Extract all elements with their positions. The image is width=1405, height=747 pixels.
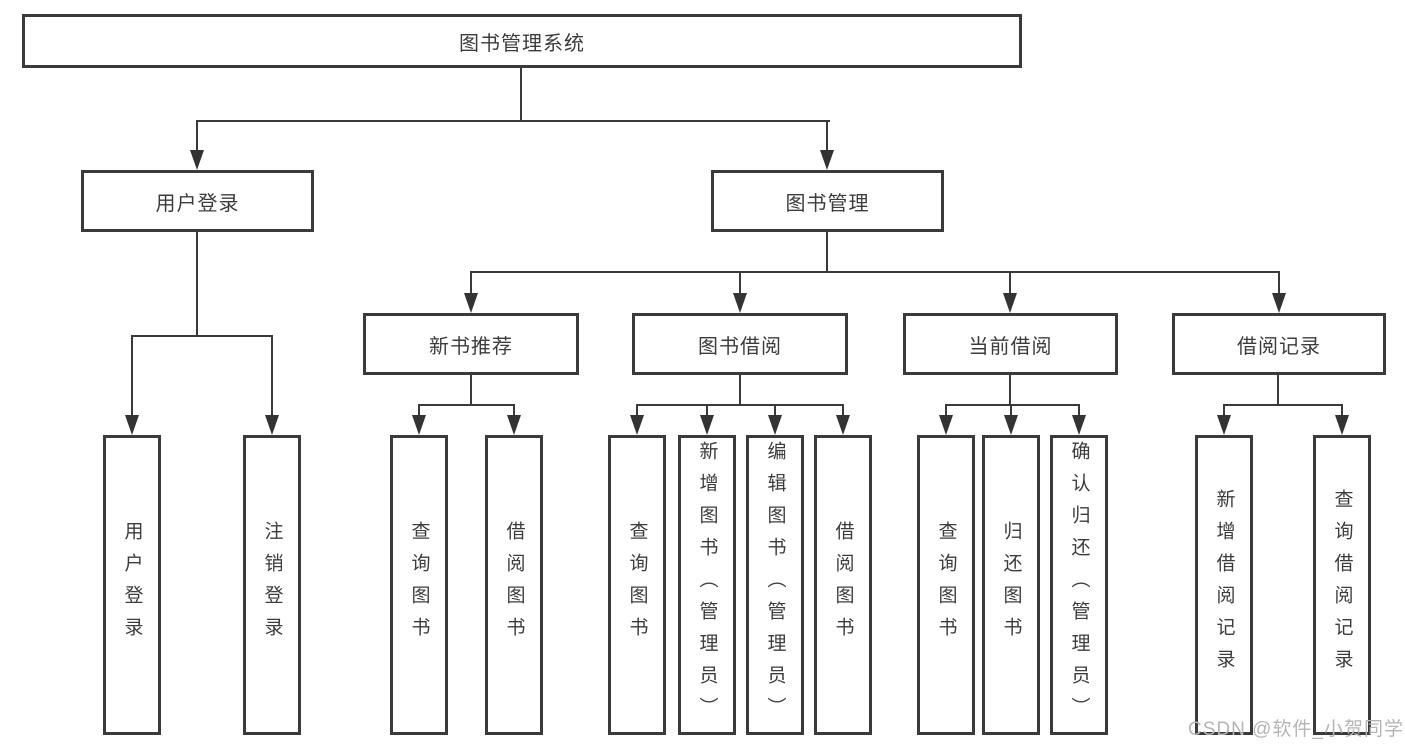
node-book-borrow: 图书借阅: [632, 313, 848, 375]
connector-drop-leaf: [1341, 404, 1343, 417]
leaf-confirm-return-admin: 确认归还（管理员）: [1050, 435, 1108, 735]
connector-drop-leaf: [945, 404, 947, 417]
leaf-query-borrow-record-label: 查询借阅记录: [1331, 489, 1353, 681]
leaf-add-borrow-record-label: 新增借阅记录: [1213, 489, 1235, 681]
connector-book-management-hline: [470, 271, 1279, 273]
connector-root-stem: [520, 68, 522, 120]
connector-drop-leaf: [706, 404, 708, 417]
arrow-down-icon: [1003, 293, 1017, 313]
connector-book-borrow-stem: [739, 375, 741, 406]
arrow-down-icon: [125, 415, 139, 435]
leaf-add-book-admin-label: 新增图书（管理员）: [696, 441, 718, 729]
node-book-borrow-label: 图书借阅: [698, 335, 782, 358]
node-new-book-recommend: 新书推荐: [363, 313, 579, 375]
connector-drop-book-borrow: [739, 271, 741, 295]
connector-borrow-record-hline: [1223, 404, 1342, 406]
node-borrow-record-label: 借阅记录: [1237, 335, 1321, 358]
leaf-return-book-label: 归还图书: [1000, 521, 1022, 649]
connector-drop-leaf: [418, 404, 420, 417]
arrow-down-icon: [412, 415, 426, 435]
leaf-query-book-borrow: 查询图书: [608, 435, 666, 735]
node-borrow-record: 借阅记录: [1172, 313, 1386, 375]
node-root: 图书管理系统: [22, 14, 1022, 68]
node-new-book-recommend-label: 新书推荐: [429, 335, 513, 358]
connector-user-login-stem: [196, 232, 198, 337]
node-user-login: 用户登录: [81, 170, 314, 232]
leaf-user-login: 用户登录: [103, 435, 161, 735]
connector-drop-leaf: [636, 404, 638, 417]
arrow-down-icon: [190, 150, 204, 170]
arrow-down-icon: [939, 415, 953, 435]
arrow-down-icon: [507, 415, 521, 435]
connector-book-borrow-hline: [636, 404, 844, 406]
arrow-down-icon: [265, 415, 279, 435]
connector-new-book-hline: [418, 404, 515, 406]
leaf-borrow-book-recommend-label: 借阅图书: [503, 521, 525, 649]
connector-drop-leaf: [131, 335, 133, 417]
connector-drop-leaf: [1223, 404, 1225, 417]
connector-drop-new-book: [470, 271, 472, 295]
leaf-confirm-return-admin-label: 确认归还（管理员）: [1068, 441, 1090, 729]
arrow-down-icon: [768, 415, 782, 435]
connector-drop-book-management: [826, 120, 828, 152]
connector-new-book-stem: [470, 375, 472, 406]
leaf-logout-label: 注销登录: [261, 521, 283, 649]
leaf-borrow-book: 借阅图书: [814, 435, 872, 735]
connector-drop-leaf: [513, 404, 515, 417]
connector-current-borrow-hline: [945, 404, 1080, 406]
arrow-down-icon: [733, 293, 747, 313]
connector-root-hline: [196, 120, 830, 122]
arrow-down-icon: [1272, 293, 1286, 313]
leaf-query-book-recommend: 查询图书: [390, 435, 448, 735]
leaf-borrow-book-recommend: 借阅图书: [485, 435, 543, 735]
leaf-query-book-borrow-label: 查询图书: [626, 521, 648, 649]
node-book-management-label: 图书管理: [785, 192, 870, 215]
leaf-add-book-admin: 新增图书（管理员）: [678, 435, 736, 735]
leaf-query-book-recommend-label: 查询图书: [408, 521, 430, 649]
leaf-logout: 注销登录: [243, 435, 301, 735]
leaf-edit-book-admin-label: 编辑图书（管理员）: [764, 441, 786, 729]
connector-book-management-stem: [826, 232, 828, 273]
node-current-borrow: 当前借阅: [903, 313, 1118, 375]
arrow-down-icon: [1217, 415, 1231, 435]
node-book-management: 图书管理: [711, 170, 944, 232]
leaf-query-book-current: 查询图书: [917, 435, 975, 735]
leaf-query-borrow-record: 查询借阅记录: [1313, 435, 1371, 735]
connector-drop-leaf: [1078, 404, 1080, 417]
leaf-borrow-book-label: 借阅图书: [832, 521, 854, 649]
node-current-borrow-label: 当前借阅: [968, 335, 1053, 358]
connector-drop-leaf: [842, 404, 844, 417]
leaf-query-book-current-label: 查询图书: [935, 521, 957, 649]
arrow-down-icon: [700, 415, 714, 435]
node-root-label: 图书管理系统: [459, 32, 585, 55]
connector-drop-leaf: [271, 335, 273, 417]
leaf-user-login-label: 用户登录: [121, 521, 143, 649]
leaf-edit-book-admin: 编辑图书（管理员）: [746, 435, 804, 735]
arrow-down-icon: [464, 293, 478, 313]
csdn-watermark: CSDN @软件_小贺同学: [1188, 719, 1404, 740]
leaf-return-book: 归还图书: [982, 435, 1040, 735]
node-user-login-label: 用户登录: [155, 192, 240, 215]
arrow-down-icon: [1335, 415, 1349, 435]
connector-drop-user-login: [196, 120, 198, 152]
connector-user-login-hline: [131, 335, 272, 337]
leaf-add-borrow-record: 新增借阅记录: [1195, 435, 1253, 735]
arrow-down-icon: [1004, 415, 1018, 435]
connector-current-borrow-stem: [1009, 375, 1011, 406]
connector-drop-leaf: [774, 404, 776, 417]
connector-drop-borrow-record: [1278, 271, 1280, 295]
arrow-down-icon: [630, 415, 644, 435]
arrow-down-icon: [836, 415, 850, 435]
arrow-down-icon: [820, 150, 834, 170]
connector-drop-current-borrow: [1009, 271, 1011, 295]
connector-borrow-record-stem: [1277, 375, 1279, 406]
connector-drop-leaf: [1010, 404, 1012, 417]
arrow-down-icon: [1072, 415, 1086, 435]
